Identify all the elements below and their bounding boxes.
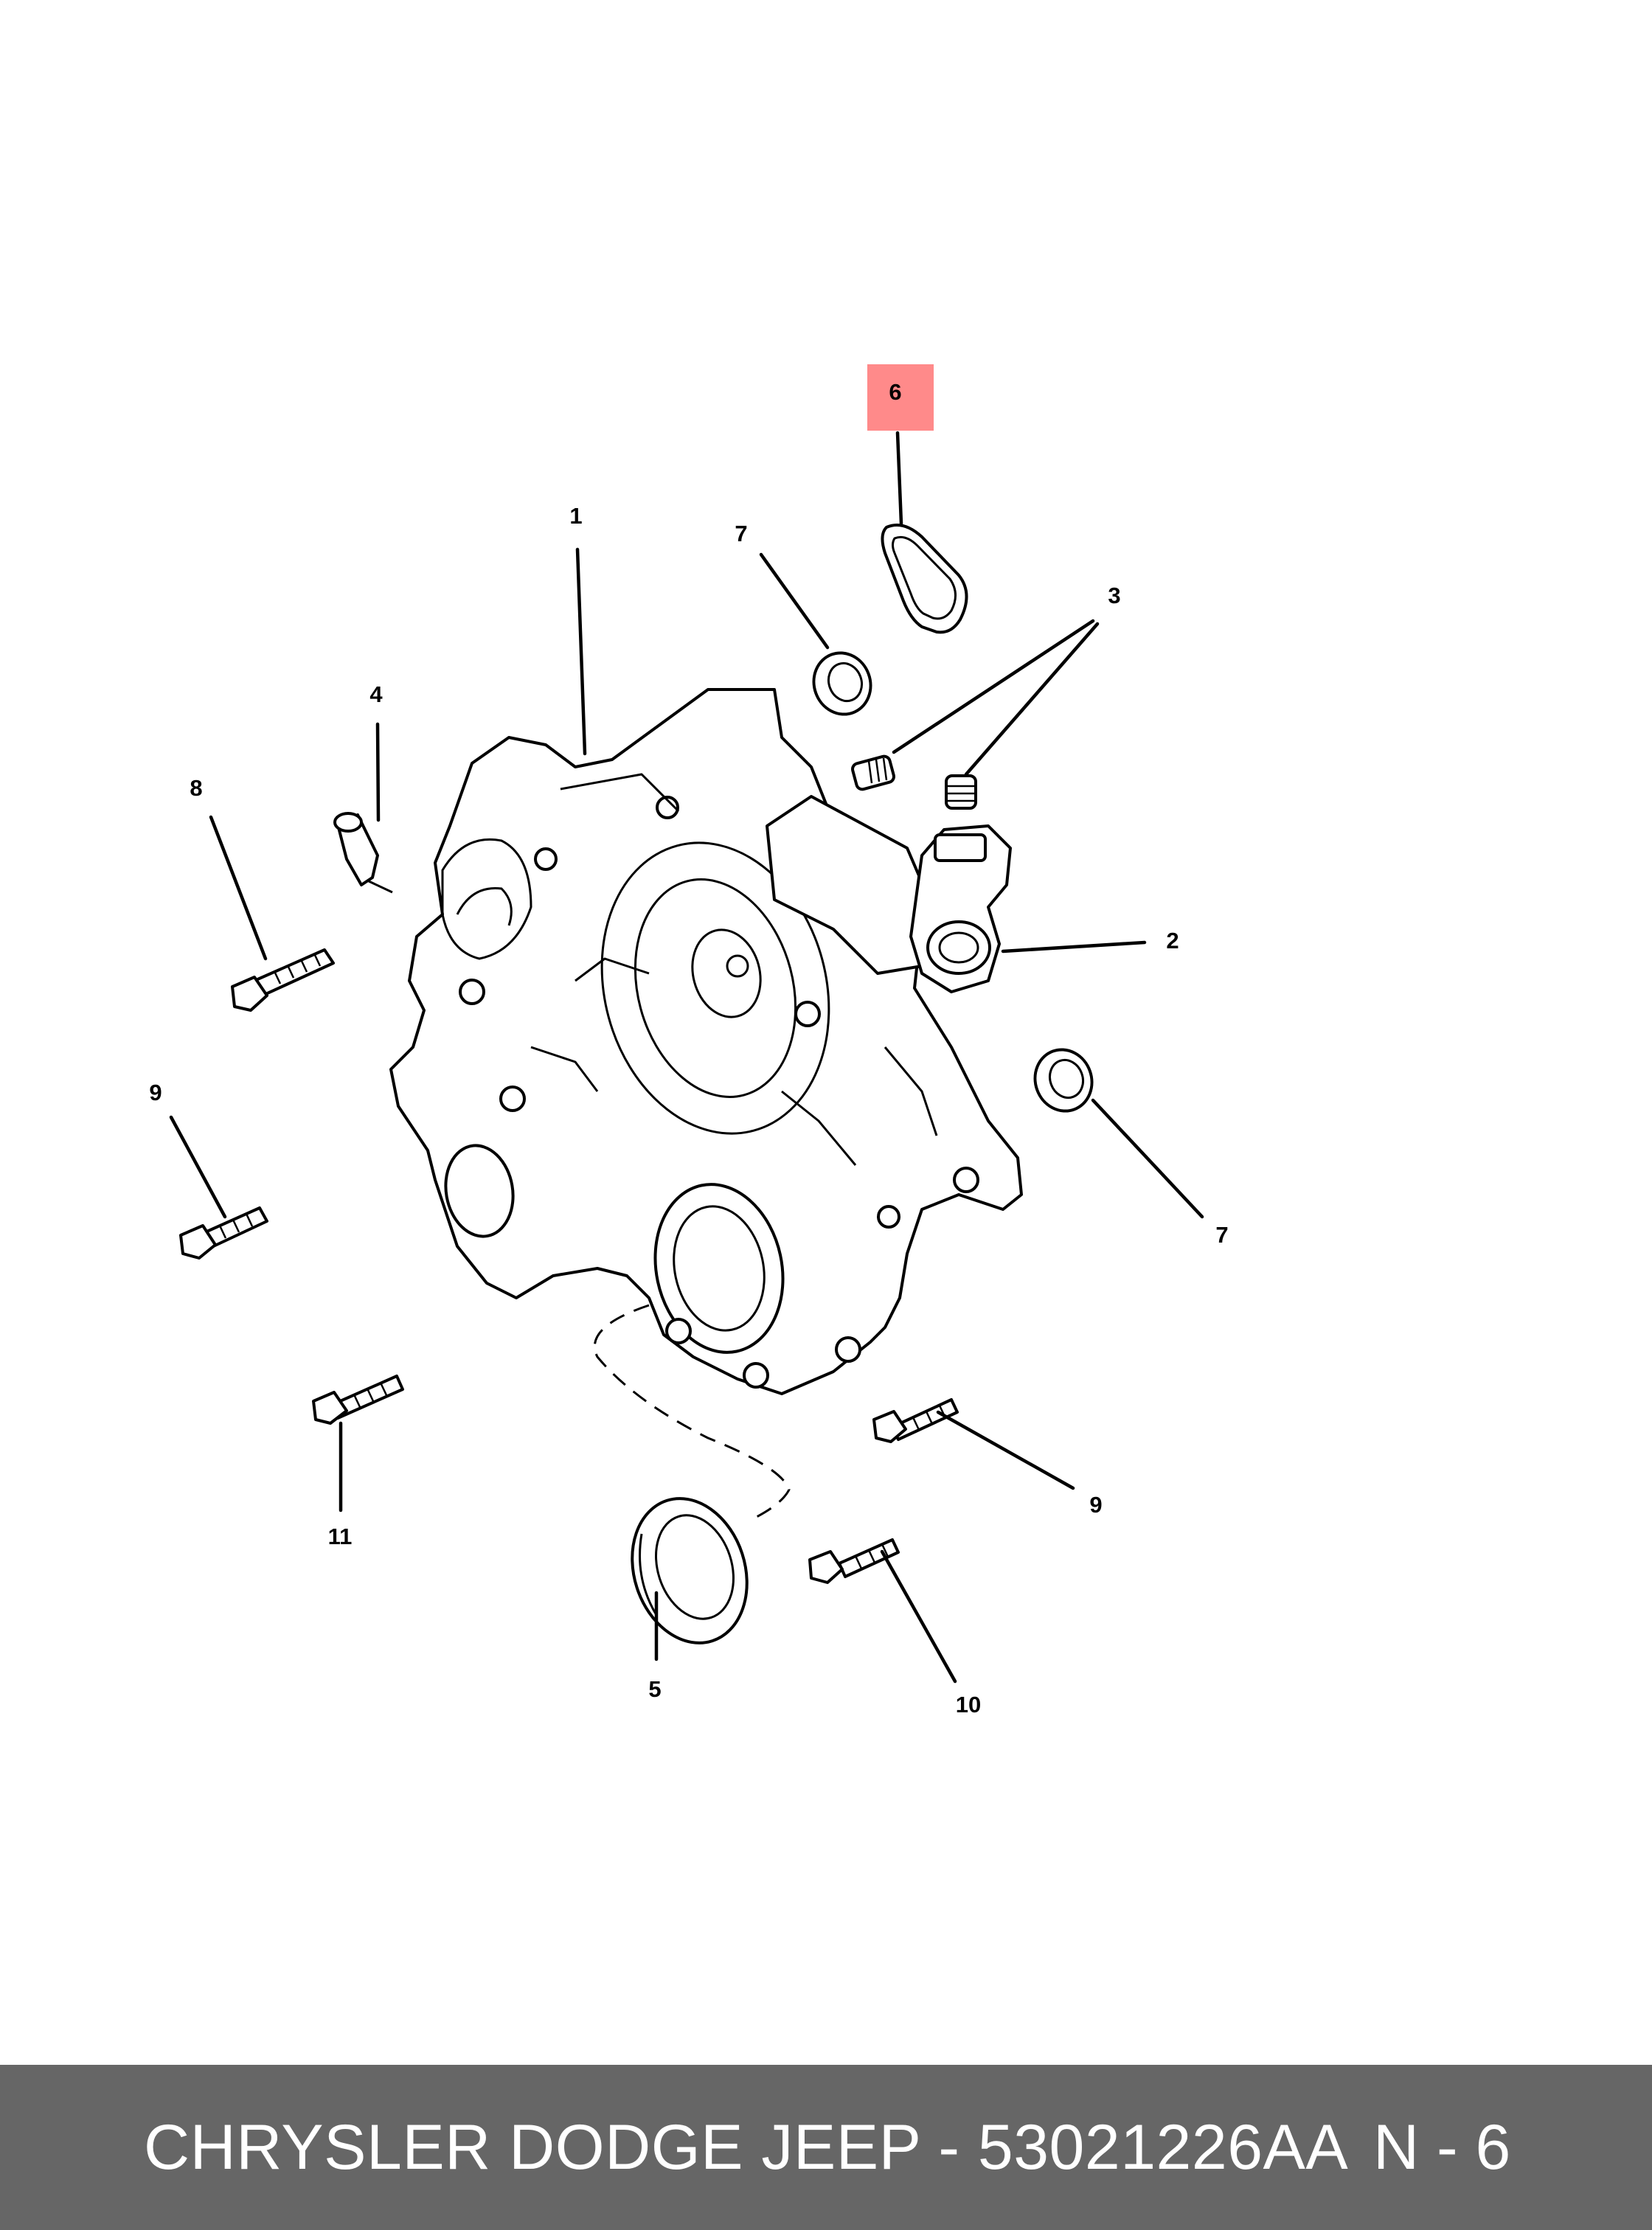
thermostat-housing: [909, 824, 1012, 993]
callout-2[interactable]: 2: [1166, 928, 1179, 954]
engine-front-cover: [389, 688, 1023, 1395]
callout-7-lower[interactable]: 7: [1215, 1222, 1228, 1248]
callout-5[interactable]: 5: [648, 1676, 661, 1702]
callout-3[interactable]: 3: [1108, 583, 1120, 608]
callout-11[interactable]: 11: [328, 1524, 353, 1549]
part-number-title: CHRYSLER DODGE JEEP - 53021226AA: [144, 2112, 1349, 2183]
diagram-reference: N - 6: [1373, 2112, 1511, 2183]
highlight-box: [867, 364, 934, 431]
footer-bar: CHRYSLER DODGE JEEP - 53021226AA N - 6: [0, 2065, 1652, 2230]
seal-upper: [812, 651, 872, 716]
leader-lines: [169, 431, 1204, 1684]
seal-lower: [1033, 1048, 1094, 1113]
bolt-10: [808, 1538, 900, 1584]
bolt-8: [231, 948, 335, 1012]
seal-alignment-dashed-line: [593, 1304, 791, 1521]
callout-9-right[interactable]: 9: [1089, 1492, 1102, 1518]
crankshaft-seal: [631, 1497, 749, 1644]
callout-4[interactable]: 4: [369, 681, 383, 707]
callout-9-left[interactable]: 9: [149, 1080, 162, 1105]
callout-6[interactable]: 6: [889, 379, 901, 405]
sensor-part: [333, 812, 393, 894]
gasket-part: [881, 524, 968, 634]
callout-8[interactable]: 8: [190, 775, 202, 801]
bolt-11: [312, 1375, 404, 1425]
callout-7-upper[interactable]: 7: [735, 521, 747, 546]
callout-10[interactable]: 10: [956, 1692, 981, 1717]
callout-1[interactable]: 1: [569, 503, 582, 529]
parts-diagram: 1 2 3 4 5 6 7 7 8 9 9 10 11: [149, 364, 1229, 1717]
bolt-9-right: [872, 1398, 959, 1443]
bolt-9-left: [179, 1206, 268, 1260]
bleed-screws: [851, 754, 977, 810]
